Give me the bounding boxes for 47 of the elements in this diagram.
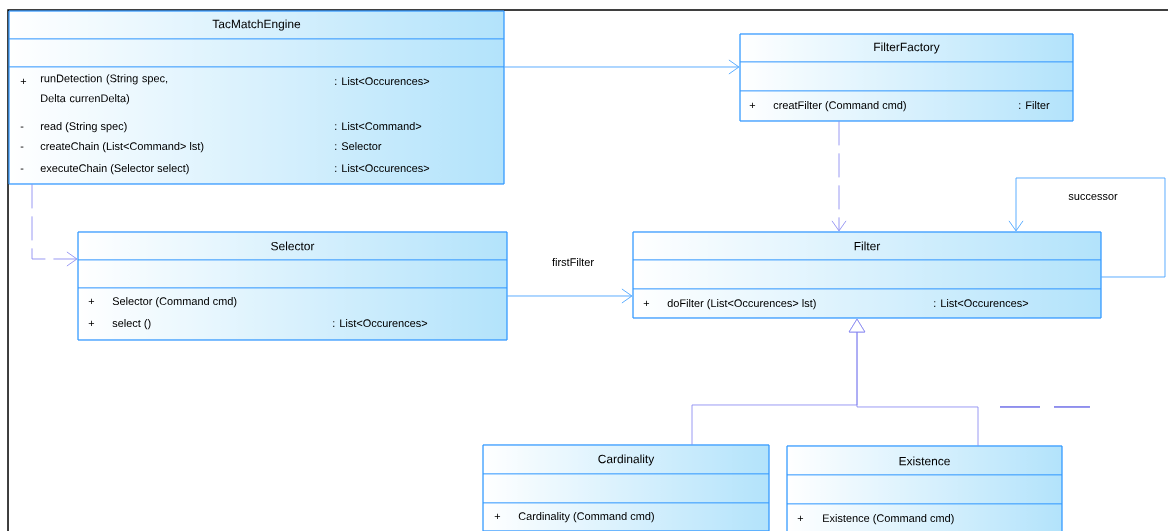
return-type: : List<Occurences> — [335, 77, 430, 86]
operation-signature: creatFilter (Command cmd) — [773, 101, 906, 112]
operation-signature: Cardinality (Command cmd) — [518, 512, 654, 523]
return-type: : Selector — [335, 142, 382, 151]
visibility-marker: + — [797, 515, 804, 521]
visibility-marker: - — [20, 146, 24, 148]
edge-label: successor — [1067, 193, 1119, 201]
operation-signature: doFilter (List<Occurences> lst) — [667, 299, 816, 310]
visibility-marker: - — [20, 126, 24, 128]
generalization-arrow — [848, 318, 979, 446]
edge-label: firstFilter — [551, 256, 595, 267]
association-arrow — [507, 288, 633, 304]
association-arrow — [1008, 177, 1166, 278]
class-box — [8, 10, 505, 185]
dependency-arrow — [831, 121, 847, 232]
operation-signature: select () — [112, 319, 151, 330]
class-name: Filter — [854, 241, 881, 251]
visibility-marker: + — [494, 513, 501, 519]
operation-signature: read (String spec) — [40, 122, 127, 133]
visibility-marker: + — [20, 78, 27, 84]
operation-signature: createChain (List<Command> lst) — [40, 142, 204, 153]
visibility-marker: + — [749, 102, 756, 108]
visibility-marker: + — [88, 298, 95, 304]
class-box — [482, 444, 770, 531]
class-box — [739, 33, 1074, 122]
visibility-marker: + — [88, 320, 95, 326]
visibility-marker: - — [20, 168, 24, 170]
class-box — [632, 231, 1102, 319]
return-type: : List<Occurences> — [335, 164, 430, 173]
operation-signature: Existence (Command cmd) — [823, 514, 954, 525]
operation-signature: Selector (Command cmd) — [112, 297, 237, 308]
dependency-arrow — [31, 184, 78, 267]
association-arrow — [504, 59, 740, 75]
class-name: Existence — [899, 456, 950, 466]
return-type: : List<Command> — [335, 122, 422, 131]
return-type: : List<Occurences> — [934, 299, 1029, 308]
class-name: Selector — [271, 241, 315, 251]
class-box — [77, 231, 508, 341]
return-type: : List<Occurences> — [333, 319, 428, 328]
class-name: Cardinality — [598, 454, 655, 466]
operation-signature: runDetection (String spec, Delta currenDelta) — [40, 74, 168, 105]
return-type: : Filter — [1019, 101, 1050, 110]
class-name: TacMatchEngine — [212, 19, 301, 31]
visibility-marker: + — [643, 300, 650, 306]
class-name: FilterFactory — [874, 42, 940, 54]
operation-signature: executeChain (Selector select) — [40, 164, 189, 175]
class-box — [786, 445, 1063, 531]
